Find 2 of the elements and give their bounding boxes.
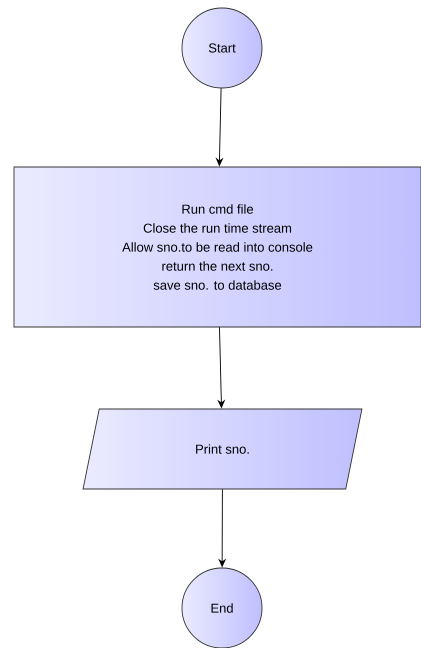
process-box: Run cmd file Close the run time stream Allow sno.to be read into console return the next sno. save sno. to database (14, 166, 421, 328)
io-parallelogram: Print sno. (82, 408, 362, 490)
